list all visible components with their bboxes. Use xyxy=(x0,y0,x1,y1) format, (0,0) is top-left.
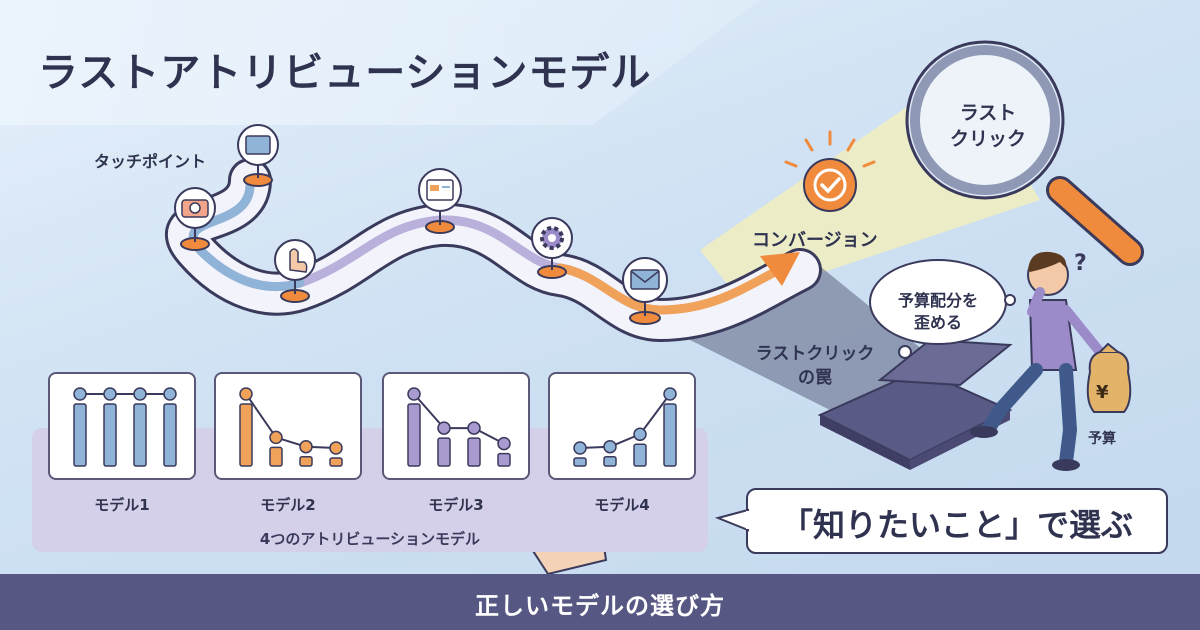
last-click-lens-label: ラストクリック xyxy=(949,102,1026,150)
footer-text: 正しいモデルの選び方 xyxy=(475,592,725,620)
model-bar xyxy=(239,403,253,467)
model-point xyxy=(633,427,647,442)
model-point xyxy=(467,421,481,435)
magnifier-icon xyxy=(905,40,1144,266)
model-card-label: モデル1 xyxy=(94,496,150,514)
model-bar xyxy=(329,457,343,467)
yen-symbol: ¥ xyxy=(1096,382,1109,403)
model-bar xyxy=(73,403,87,467)
model-bar xyxy=(603,455,617,467)
models-caption: 4つのアトリビューションモデル xyxy=(259,530,481,548)
model-bar xyxy=(467,437,481,467)
model-bar xyxy=(133,403,147,467)
touchpoint-pin-camera xyxy=(174,187,216,251)
journey-arrow-head xyxy=(760,252,800,286)
model-point xyxy=(269,430,283,445)
model-point xyxy=(407,387,421,401)
model-point xyxy=(163,387,177,401)
callout-text: 「知りたいこと」で選ぶ xyxy=(780,506,1133,544)
trap-lid xyxy=(877,338,1013,387)
model-chart-2 xyxy=(239,387,343,467)
model-bar xyxy=(103,403,117,467)
model-bar xyxy=(497,452,511,467)
model-point xyxy=(437,421,451,435)
model-bar xyxy=(437,437,451,467)
model-chart-1 xyxy=(73,387,177,467)
model-point xyxy=(103,387,117,401)
model-point xyxy=(497,436,511,451)
model-trend-line xyxy=(579,393,671,449)
model-card-label: モデル2 xyxy=(260,496,316,514)
thought-bubble xyxy=(869,259,1016,359)
model-trend-line xyxy=(413,393,505,445)
touchpoint-pin-browser xyxy=(237,124,279,187)
person-figure: ? xyxy=(970,251,1105,471)
touchpoint-pin-gear xyxy=(531,217,573,279)
model-point xyxy=(573,441,587,455)
model-point xyxy=(329,441,343,455)
thought-bubble-text: 予算配分を歪める xyxy=(897,291,978,332)
model-card-label: モデル4 xyxy=(594,496,650,514)
svg-text:?: ? xyxy=(1074,251,1087,276)
touchpoint-pin-webpage xyxy=(418,168,462,234)
conversion-label: コンバージョン xyxy=(752,230,878,251)
model-point xyxy=(73,387,87,401)
model-point xyxy=(133,387,147,401)
tap-hand-icon xyxy=(289,248,308,273)
model-bar xyxy=(163,403,177,467)
mail-icon xyxy=(630,269,660,290)
model-bar xyxy=(269,446,283,467)
model-bar xyxy=(299,455,313,467)
model-card-2[interactable] xyxy=(214,372,362,480)
touchpoint-pin-tap xyxy=(274,239,316,303)
model-bar xyxy=(573,457,587,467)
model-card-1[interactable] xyxy=(48,372,196,480)
conversion-marker xyxy=(784,130,876,212)
touchpoint-pin-mail xyxy=(622,257,668,325)
model-bar xyxy=(407,403,421,467)
model-bar xyxy=(663,403,677,467)
model-chart-4 xyxy=(573,387,677,467)
model-point xyxy=(239,387,253,401)
journey-road-lane-orange xyxy=(555,263,780,315)
callout-box xyxy=(746,488,1168,554)
model-card-3[interactable] xyxy=(382,372,530,480)
model-point xyxy=(299,439,313,454)
model-card-4[interactable] xyxy=(548,372,696,480)
browser-window-icon xyxy=(245,135,271,155)
check-icon xyxy=(820,177,841,194)
budget-label: 予算 xyxy=(1088,431,1116,447)
model-bar xyxy=(633,443,647,467)
money-bag-icon xyxy=(1086,342,1132,413)
trap-label: ラストクリックの罠 xyxy=(755,344,875,388)
model-point xyxy=(603,439,617,454)
model-card-label: モデル3 xyxy=(428,496,484,514)
model-point xyxy=(663,387,677,401)
page-title: ラストアトリビューションモデル xyxy=(38,50,652,96)
model-trend-line xyxy=(245,393,337,449)
model-chart-3 xyxy=(407,387,511,467)
footer-bar xyxy=(0,574,1200,630)
touchpoint-label: タッチポイント xyxy=(94,152,207,171)
